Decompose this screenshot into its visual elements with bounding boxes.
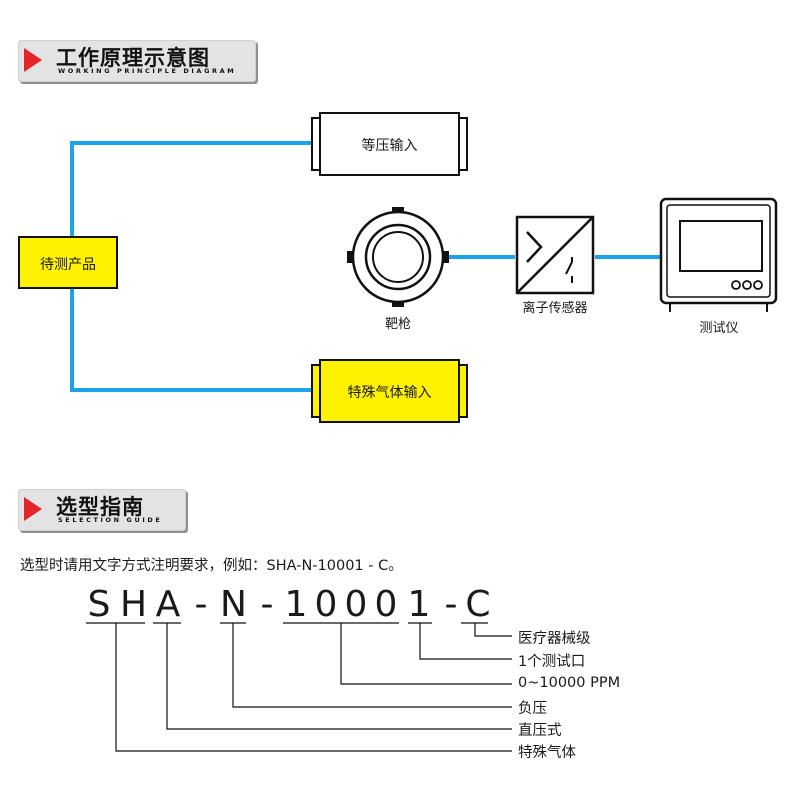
code-char: - <box>260 584 274 625</box>
product-label: 待测产品 <box>40 257 96 273</box>
leader-direct <box>166 623 512 730</box>
isobaric-input-box <box>311 112 468 176</box>
leader-range <box>340 623 512 685</box>
ion-sensor-icon <box>515 215 595 295</box>
header-title-en: WORKING PRINCIPLE DIAGRAM <box>58 67 237 75</box>
red-arrow-icon <box>24 48 42 72</box>
label-range: 0~10000 PPM <box>518 675 621 691</box>
isobaric-input-label: 等压输入 <box>361 138 418 154</box>
code-char: 1 <box>407 584 431 625</box>
header-title-cn: 选型指南 <box>56 495 144 519</box>
tester-label: 测试仪 <box>699 321 739 336</box>
ion-sensor-label: 离子传感器 <box>522 301 588 316</box>
leader-special-gas <box>115 623 512 752</box>
label-one-test-port: 1个测试口 <box>518 654 586 670</box>
section-header-selection-guide: 选型指南 SELECTION GUIDE <box>18 489 186 531</box>
code-char: 0 <box>344 584 368 625</box>
code-char: N <box>220 584 247 625</box>
code-char: C <box>465 584 491 625</box>
leader-medical <box>474 623 512 637</box>
red-arrow-icon <box>24 497 42 521</box>
section-header-working-principle: 工作原理示意图 WORKING PRINCIPLE DIAGRAM <box>18 40 256 82</box>
special-gas-input-label: 特殊气体输入 <box>347 385 432 401</box>
selection-instruction: 选型时请用文字方式注明要求，例如：SHA-N-10001 - C。 <box>20 558 403 574</box>
connection-lines <box>70 141 660 392</box>
code-char: - <box>194 584 208 625</box>
label-negative-pressure: 负压 <box>518 701 547 717</box>
target-gun-label: 靶枪 <box>384 317 411 332</box>
header-title-en: SELECTION GUIDE <box>58 516 163 524</box>
line-to-special-gas <box>70 288 312 392</box>
special-gas-input-box <box>311 359 468 423</box>
tester-device-icon <box>659 197 778 312</box>
label-special-gas: 特殊气体 <box>518 745 576 761</box>
target-gun-icon <box>347 207 449 307</box>
leader-port <box>419 623 512 660</box>
code-char: 1 <box>284 584 308 625</box>
header-plate <box>18 40 256 82</box>
label-medical-grade: 医疗器械级 <box>518 631 591 647</box>
code-char: H <box>120 584 148 625</box>
line-to-isobaric <box>70 141 312 237</box>
label-direct-pressure: 直压式 <box>518 723 562 739</box>
leader-negative <box>232 623 512 708</box>
code-char: 0 <box>374 584 398 625</box>
header-plate <box>18 489 186 531</box>
code-char: 0 <box>314 584 338 625</box>
header-title-cn: 工作原理示意图 <box>56 46 210 70</box>
code-char: S <box>87 584 111 625</box>
code-char: - <box>444 584 458 625</box>
product-box <box>18 236 118 289</box>
code-char: A <box>155 584 181 625</box>
